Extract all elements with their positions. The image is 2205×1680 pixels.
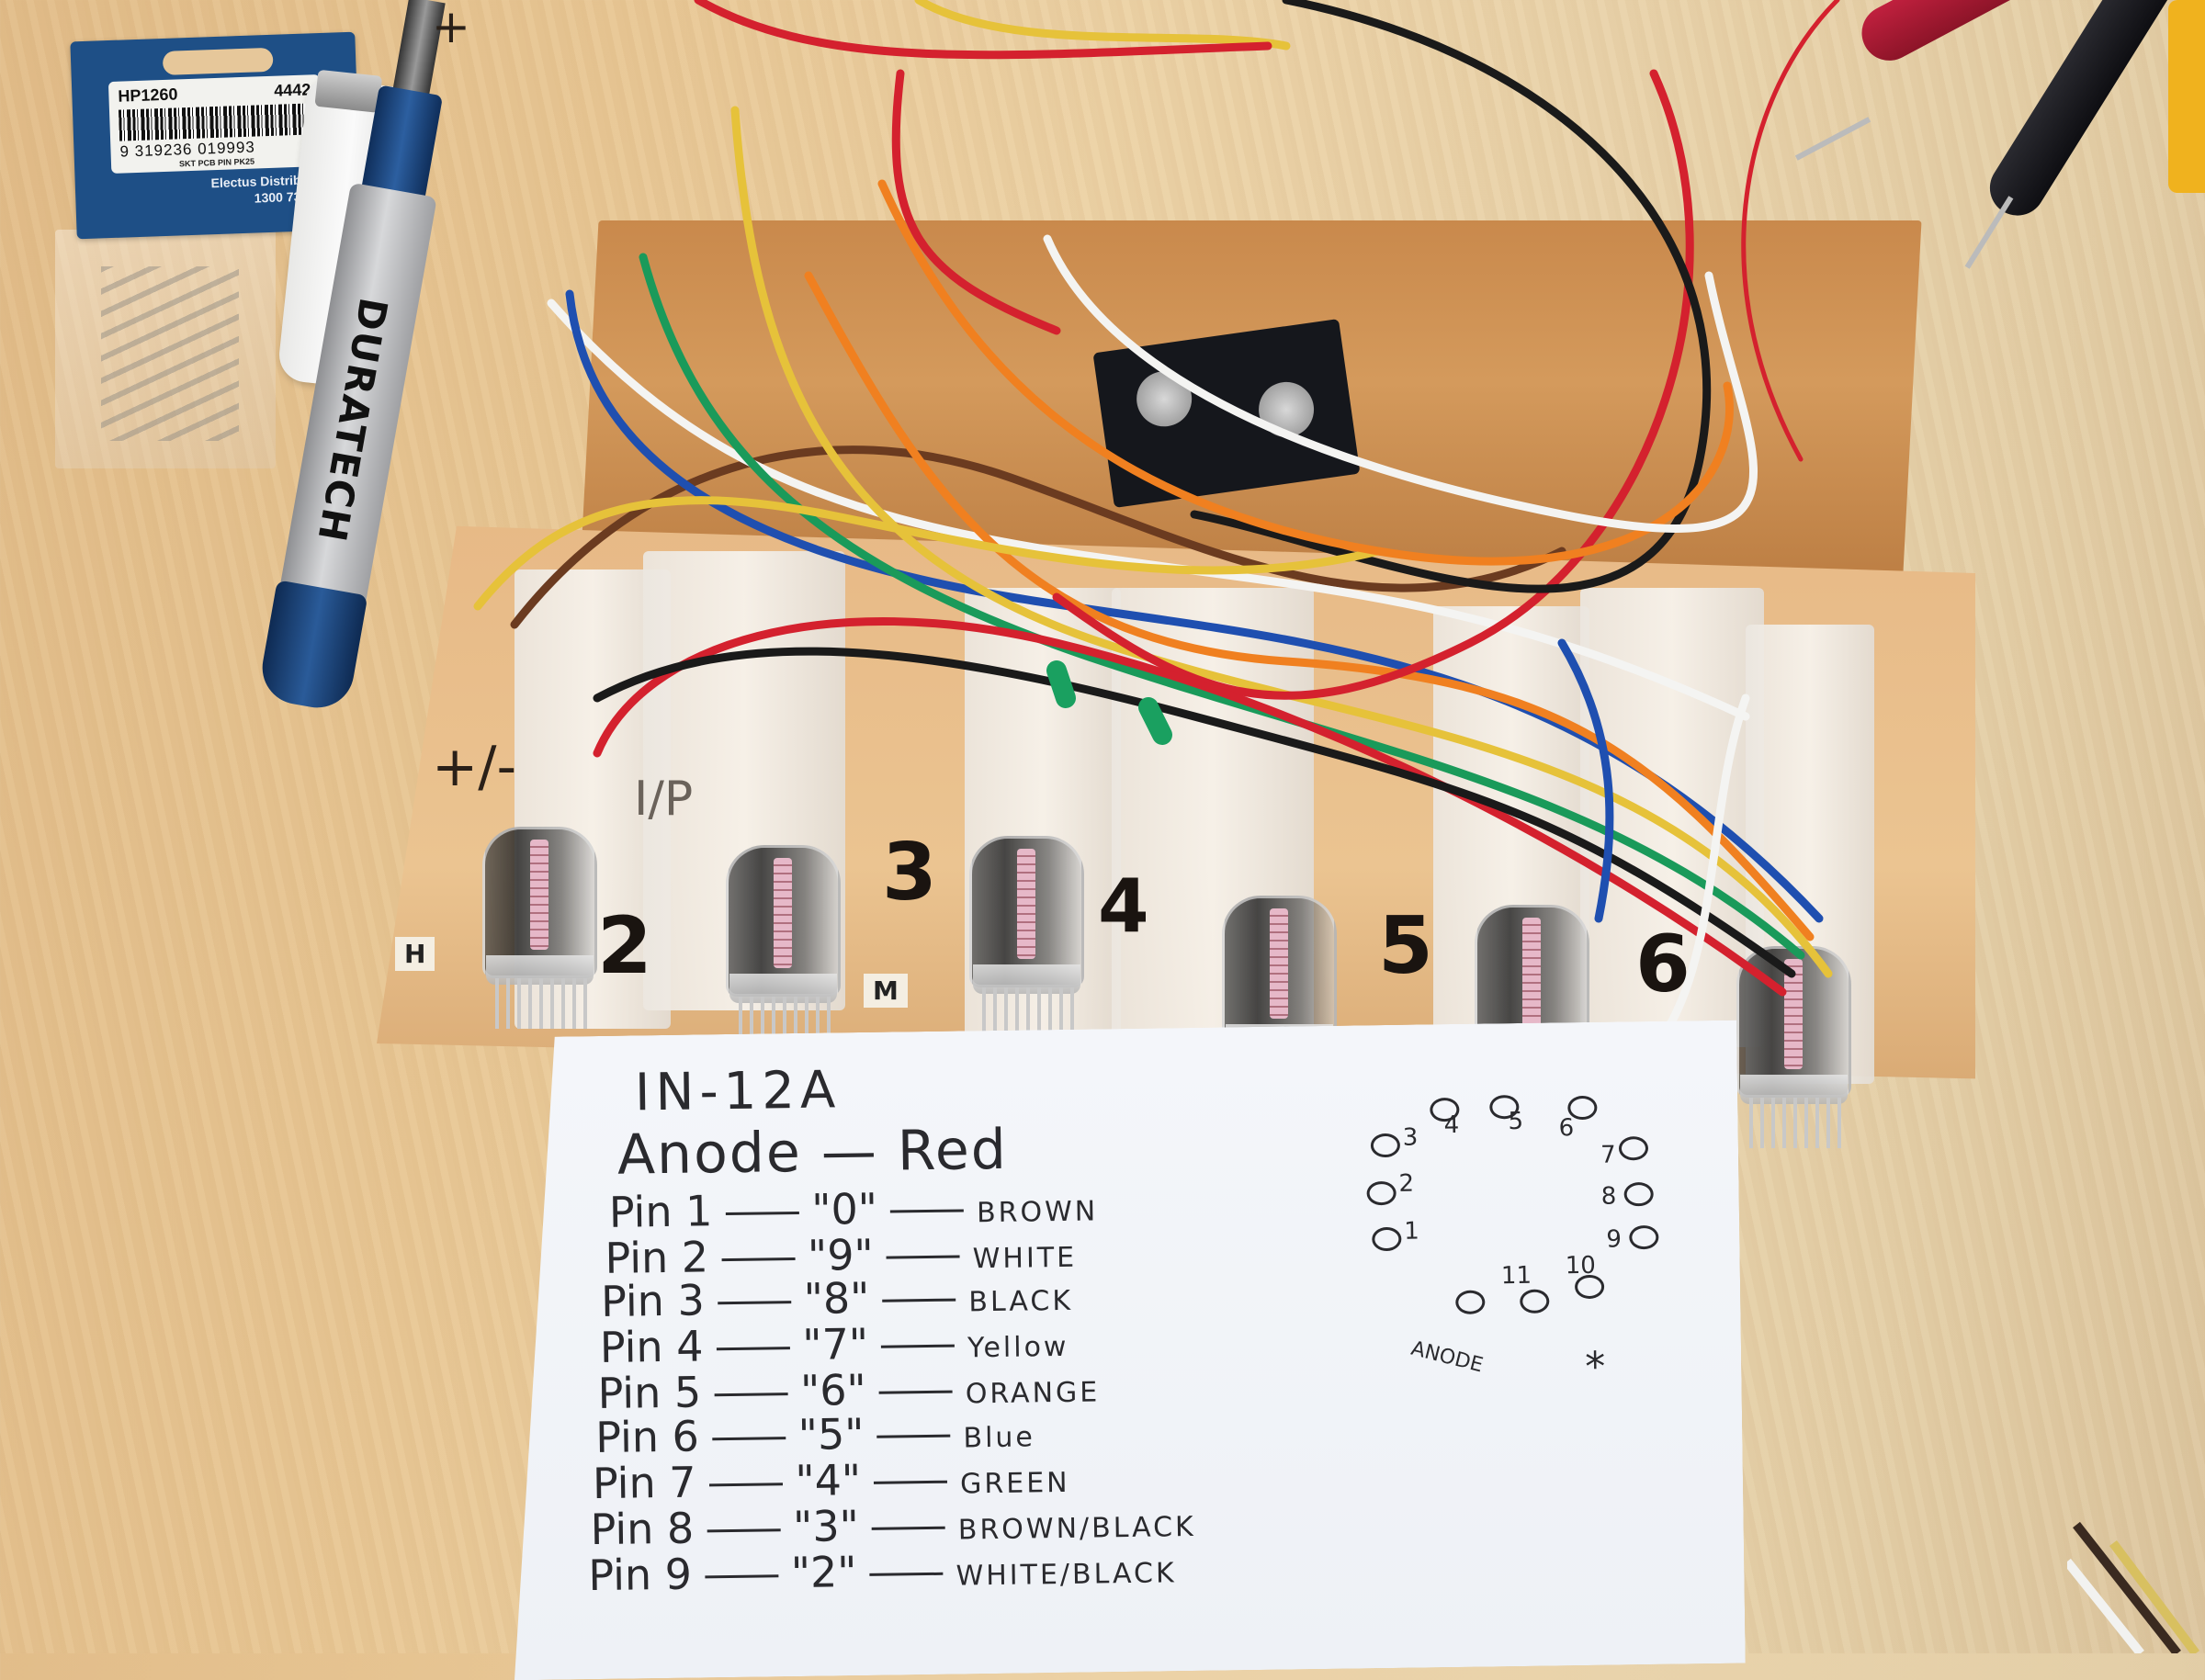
pin-circle xyxy=(1371,1133,1400,1157)
plastic-bag xyxy=(55,230,276,468)
pin-circle xyxy=(1629,1225,1658,1249)
pinout-sheet: IN-12A Anode — Red Pin 1"0"BROWN Pin 2"9… xyxy=(505,1020,1746,1680)
position-label-2: 2 xyxy=(597,900,652,992)
multimeter-body xyxy=(2168,0,2205,193)
pin-row: Pin 9"2"WHITE/BLACK xyxy=(587,1547,1177,1601)
tube-pin-diagram: 1 2 3 4 5 6 7 8 9 10 11 ANODE * xyxy=(1351,1067,1678,1375)
tape-label-minutes: M xyxy=(864,974,908,1008)
anode-pin-circle xyxy=(1455,1291,1485,1314)
nixie-tube-1 xyxy=(482,827,597,1029)
loose-wire-ends xyxy=(2067,1521,2199,1653)
tape-label-hours: H xyxy=(395,937,435,971)
position-label-4: 4 xyxy=(1098,863,1149,949)
sheet-title: IN-12A xyxy=(634,1060,842,1123)
key-mark: * xyxy=(1584,1343,1606,1392)
socket-pins xyxy=(101,266,239,441)
pin-circle xyxy=(1372,1227,1401,1251)
pin-circle xyxy=(1624,1182,1654,1206)
corner-marking: + xyxy=(432,0,470,53)
pcb-pin-package: HP1260 4442 9 319236 019993 SKT PCB PIN … xyxy=(46,28,362,468)
position-label-3: 3 xyxy=(882,827,937,919)
position-label-5: 5 xyxy=(1378,900,1433,992)
ip-marking: I/P xyxy=(634,772,694,827)
pin-circle xyxy=(1366,1181,1396,1205)
nixie-tube-3 xyxy=(969,836,1084,1038)
pin-circle xyxy=(1520,1290,1549,1314)
anode-label: ANODE xyxy=(1408,1336,1486,1378)
plus-minus-marking: +/- xyxy=(432,735,517,799)
pin-circle xyxy=(1619,1136,1648,1160)
anode-note: Anode — Red xyxy=(616,1117,1009,1188)
